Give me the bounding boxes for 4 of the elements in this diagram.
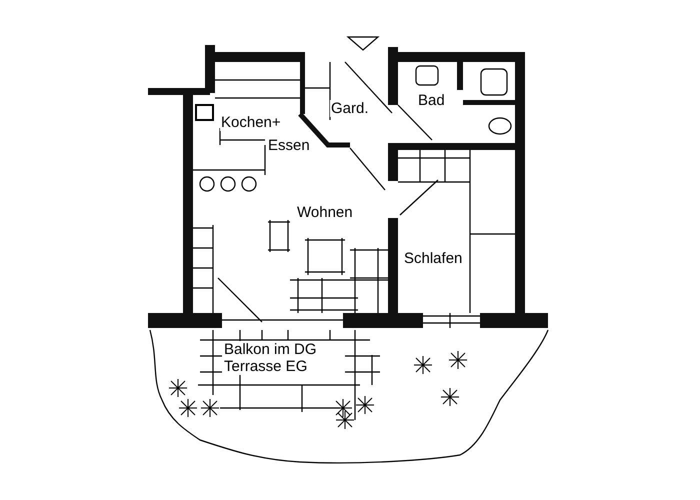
room-label: Kochen+: [220, 114, 282, 131]
room-label: Gard.: [330, 100, 370, 117]
area-label: Terrasse EG: [223, 358, 308, 375]
area-label: Balkon im DG: [223, 341, 318, 358]
